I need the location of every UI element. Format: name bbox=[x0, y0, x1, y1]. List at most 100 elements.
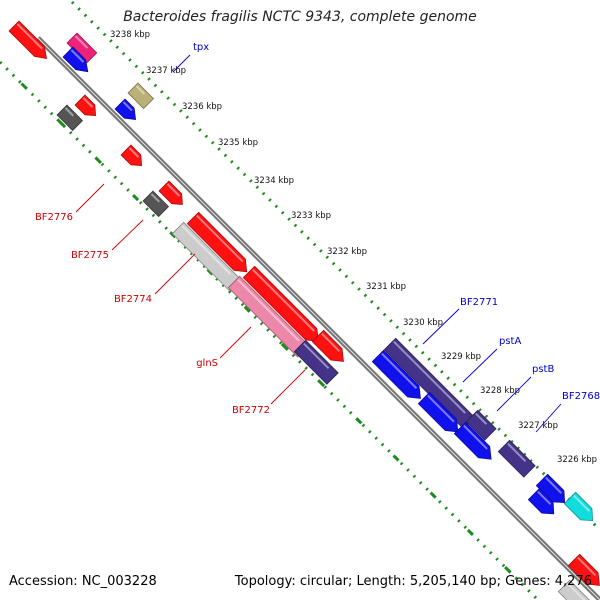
feature-arrow bbox=[417, 391, 459, 433]
feature-highlight bbox=[537, 490, 552, 506]
feature-f-red-small-b bbox=[120, 144, 142, 166]
feature-f-olive bbox=[127, 82, 155, 110]
genome-summary: Topology: circular; Length: 5,205,140 bp… bbox=[234, 574, 592, 589]
feature-highlight bbox=[393, 340, 466, 414]
label-leader-line bbox=[172, 54, 191, 73]
label-leader-line bbox=[219, 326, 252, 359]
feature-arrow bbox=[186, 211, 248, 273]
tick-mark bbox=[318, 380, 326, 388]
feature-highlight bbox=[545, 476, 563, 494]
feature-arrow bbox=[142, 190, 170, 218]
gene-label-BF2768: BF2768 bbox=[562, 391, 600, 402]
feature-f-gray-b bbox=[142, 190, 170, 218]
feature-highlight bbox=[321, 332, 341, 352]
feature-highlight bbox=[567, 582, 586, 600]
label-leader-line bbox=[154, 253, 196, 295]
feature-f-red-long-b bbox=[242, 265, 319, 342]
feature-f-blue-tpx bbox=[114, 98, 137, 121]
gene-label-BF2775: BF2775 bbox=[71, 250, 109, 261]
feature-f-blue-top bbox=[62, 46, 89, 73]
feature-arrow bbox=[66, 32, 98, 64]
feature-highlight bbox=[427, 394, 455, 423]
feature-arrow bbox=[114, 98, 137, 121]
tick-mark bbox=[132, 194, 140, 202]
feature-f-blue-bottom bbox=[527, 487, 555, 515]
feature-f-gray-a bbox=[56, 104, 84, 132]
feature-arrow bbox=[293, 339, 339, 385]
feature-f-lightgray bbox=[171, 221, 241, 291]
feature-f-top-left-red bbox=[8, 20, 48, 60]
feature-f-magenta bbox=[66, 32, 98, 64]
feature-arrow bbox=[453, 421, 492, 460]
feature-arrow bbox=[567, 553, 600, 586]
feature-highlight bbox=[135, 85, 145, 95]
feature-highlight bbox=[150, 193, 160, 203]
feature-f-blue-bf2768 bbox=[535, 473, 566, 504]
gene-label-glnS: glnS bbox=[196, 358, 218, 369]
tick-mark bbox=[94, 156, 102, 164]
feature-f-red-small-c bbox=[158, 180, 183, 205]
feature-f-red-small-a bbox=[74, 94, 96, 116]
gene-label-pstA: pstA bbox=[499, 336, 521, 347]
feature-arrow bbox=[74, 94, 96, 116]
feature-f-blue-pstB bbox=[453, 421, 492, 460]
feature-f-cyan bbox=[563, 491, 594, 522]
scale-label: 3235 kbp bbox=[218, 138, 258, 148]
scale-label: 3237 kbp bbox=[146, 66, 186, 76]
feature-highlight bbox=[463, 424, 488, 450]
feature-highlight bbox=[82, 97, 94, 108]
tick-mark bbox=[392, 454, 400, 462]
feature-f-navy-d bbox=[497, 439, 536, 478]
feature-highlight bbox=[166, 183, 181, 197]
feature-arrow bbox=[371, 349, 421, 399]
feature-f-red-corner bbox=[567, 553, 600, 586]
feature-arrow bbox=[227, 275, 310, 358]
tick-line-outer bbox=[70, 0, 600, 532]
feature-arrow bbox=[127, 82, 155, 110]
feature-arrow bbox=[56, 104, 84, 132]
feature-highlight bbox=[181, 224, 232, 276]
scale-label: 3226 kbp bbox=[557, 455, 597, 465]
scale-label: 3229 kbp bbox=[441, 352, 481, 362]
feature-highlight bbox=[475, 412, 488, 425]
feature-highlight bbox=[64, 107, 74, 117]
label-leader-line bbox=[75, 183, 105, 213]
feature-arrow bbox=[527, 487, 555, 515]
tick-line-inner bbox=[0, 60, 540, 600]
backbone-highlight bbox=[37, 37, 600, 600]
feature-highlight bbox=[507, 442, 527, 462]
gene-label-BF2776: BF2776 bbox=[35, 212, 73, 223]
feature-highlight bbox=[74, 35, 89, 49]
label-leader-line bbox=[111, 219, 144, 251]
feature-f-blue-pstA bbox=[417, 391, 459, 433]
scale-label: 3227 kbp bbox=[518, 421, 558, 431]
feature-arrow bbox=[8, 20, 48, 60]
label-leader-line bbox=[535, 403, 562, 433]
feature-f-gray-corner bbox=[557, 579, 590, 600]
feature-arrow bbox=[497, 439, 536, 478]
tick-mark bbox=[20, 82, 28, 90]
feature-highlight bbox=[16, 23, 43, 50]
feature-arrow bbox=[242, 265, 319, 342]
gene-label-BF2771: BF2771 bbox=[460, 297, 498, 308]
label-leader-line bbox=[270, 369, 306, 405]
feature-arrow bbox=[171, 221, 241, 291]
feature-f-red-long-a bbox=[186, 211, 248, 273]
accession-text: Accession: NC_003228 bbox=[9, 574, 157, 589]
feature-highlight bbox=[252, 268, 316, 332]
feature-arrow bbox=[120, 144, 142, 166]
gene-label-tpx: tpx bbox=[193, 42, 209, 53]
feature-highlight bbox=[196, 214, 244, 263]
scale-label: 3236 kbp bbox=[182, 102, 222, 112]
feature-arrow bbox=[563, 491, 594, 522]
feature-highlight bbox=[122, 101, 133, 112]
feature-f-red-short bbox=[311, 329, 344, 362]
scale-label: 3234 kbp bbox=[254, 176, 294, 186]
scale-label: 3230 kbp bbox=[403, 318, 443, 328]
tick-mark bbox=[57, 119, 65, 127]
gene-label-BF2772: BF2772 bbox=[232, 405, 270, 416]
feature-highlight bbox=[577, 556, 597, 576]
scale-label: 3233 kbp bbox=[291, 211, 331, 221]
scale-label: 3231 kbp bbox=[366, 282, 406, 292]
